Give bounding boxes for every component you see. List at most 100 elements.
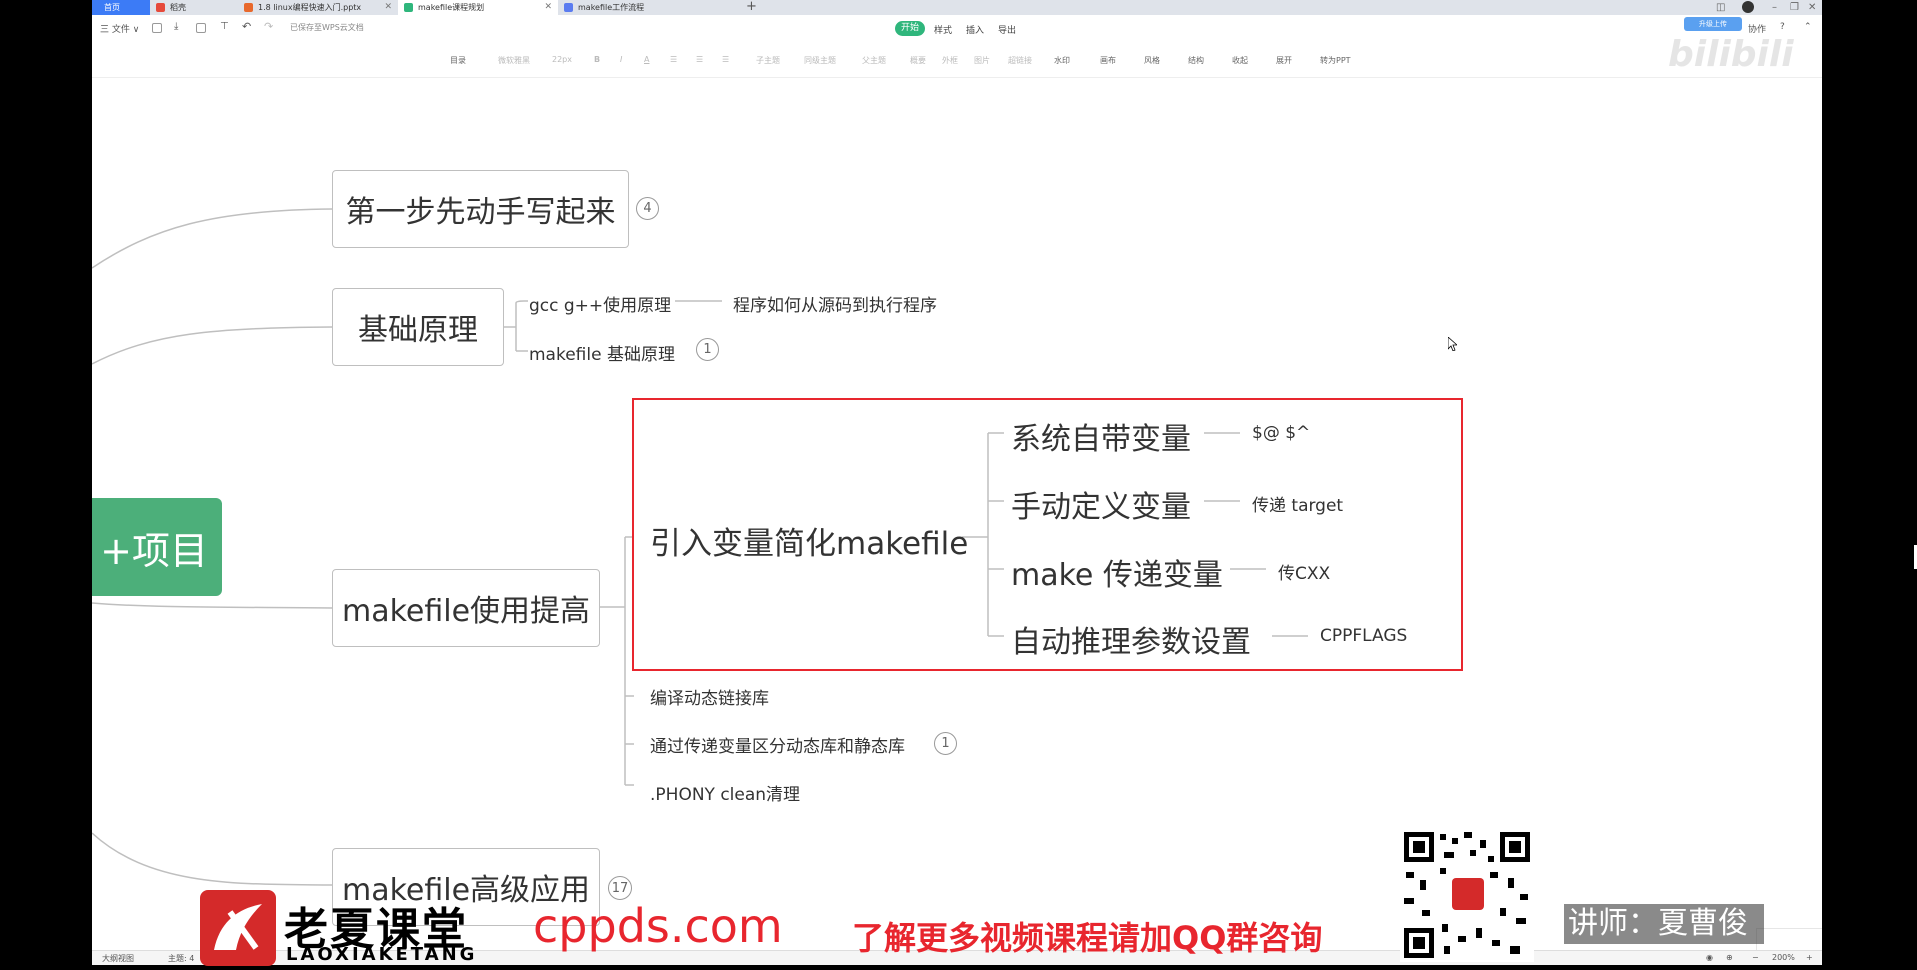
layout-icon[interactable]: ◫ [1716, 2, 1726, 13]
bold-button[interactable]: B [594, 55, 601, 64]
topic-system-variables-detail[interactable]: $@ $^ [1252, 423, 1311, 443]
brand-name-pinyin: LAOXIAKETANG [286, 944, 478, 965]
root-topic-label: +项目 [100, 528, 208, 573]
menu-tab-insert[interactable]: 插入 [966, 26, 985, 36]
align-center-icon[interactable]: ☰ [696, 55, 704, 64]
topic-make-pass-variables[interactable]: make 传递变量 [1011, 558, 1223, 593]
tab-label: makefile工作流程 [578, 3, 645, 12]
minimize-icon[interactable]: – [1772, 2, 1777, 13]
topic-source-to-executable[interactable]: 程序如何从源码到执行程序 [733, 296, 937, 316]
docer-icon [156, 3, 165, 12]
locate-icon[interactable]: ⊕ [1726, 953, 1733, 962]
print-icon[interactable] [196, 23, 206, 33]
font-color-button[interactable]: A [644, 55, 650, 64]
undo-icon[interactable]: ↶ [242, 20, 252, 33]
convert-to-ppt-button[interactable]: 转为PPT [1320, 56, 1351, 65]
export-icon[interactable]: ⤓ [174, 21, 179, 32]
topic-system-variables[interactable]: 系统自带变量 [1011, 422, 1191, 457]
topic-auto-inference-detail[interactable]: CPPFLAGS [1320, 626, 1408, 646]
topic-make-pass-variables-detail[interactable]: 传CXX [1278, 564, 1331, 584]
mindmap-canvas[interactable]: +项目 第一步先动手写起来 4 基础原理 gcc g++使用原理 程序如何从源码… [92, 78, 1822, 965]
save-icon[interactable] [152, 23, 162, 33]
child-count-badge[interactable]: 17 [608, 876, 632, 900]
edge-marker [1914, 545, 1917, 569]
bilibili-watermark: bilibili [1668, 34, 1794, 75]
zoom-in-icon[interactable]: + [1806, 953, 1813, 962]
child-count-badge[interactable]: 1 [696, 338, 719, 361]
topic-shared-vs-static[interactable]: 通过传递变量区分动态库和静态库 [650, 737, 905, 757]
zoom-out-icon[interactable]: − [1752, 953, 1759, 962]
collapse-button[interactable]: 收起 [1232, 56, 1248, 65]
collab-button[interactable]: 协作 [1748, 25, 1767, 35]
expand-button[interactable]: 展开 [1276, 56, 1292, 65]
ppt-file-icon [244, 3, 253, 12]
help-icon[interactable]: ? [1780, 22, 1785, 32]
child-count-badge[interactable]: 1 [934, 732, 957, 755]
align-left-icon[interactable]: ☰ [670, 55, 678, 64]
connector-lines [92, 208, 1308, 886]
menu-tab-start[interactable]: 开始 [895, 21, 925, 36]
root-topic[interactable]: +项目 [92, 498, 222, 596]
restore-icon[interactable]: ❐ [1790, 2, 1799, 13]
tab-makefile-flow[interactable]: makefile工作流程 [558, 0, 728, 15]
close-icon[interactable]: ✕ [544, 2, 552, 12]
font-size-select[interactable]: 22px [552, 55, 572, 64]
topic-gcc-principles[interactable]: gcc g++使用原理 [529, 296, 672, 316]
new-tab-plus-icon[interactable]: + [746, 0, 757, 14]
format-painter-icon[interactable]: ⊤ [220, 21, 229, 32]
topic-makefile-basics[interactable]: makefile 基础原理 [529, 345, 675, 365]
summary-button[interactable]: 概要 [910, 56, 926, 65]
topic-phony-clean[interactable]: .PHONY clean清理 [650, 785, 801, 805]
tab-label: 稻壳 [170, 3, 186, 12]
canvas-button[interactable]: 画布 [1100, 56, 1116, 65]
collapse-ribbon-icon[interactable]: ⌃ [1804, 22, 1812, 32]
redo-icon[interactable]: ↷ [264, 20, 274, 33]
boundary-button[interactable]: 外框 [942, 56, 958, 65]
status-bar: 大纲视图 主题: 4 ◉ ⊕ − 200% + [92, 950, 1822, 965]
tab-makefile-plan[interactable]: makefile课程规划 ✕ [398, 0, 558, 15]
theme-indicator: 主题: 4 [168, 954, 195, 963]
window-close-icon[interactable]: ✕ [1808, 2, 1817, 13]
topic-label: makefile高级应用 [341, 873, 591, 908]
tab-pptx[interactable]: 1.8 linux编程快速入门.pptx ✕ [238, 0, 398, 15]
format-toolbar: 目录 微软雅黑 22px B I A ☰ ☰ ☰ 子主题 同级主题 父主题 概要… [92, 43, 1822, 78]
outline-view-button[interactable]: 大纲视图 [102, 954, 134, 963]
topic-auto-inference[interactable]: 自动推理参数设置 [1011, 625, 1251, 660]
font-family-select[interactable]: 微软雅黑 [498, 56, 530, 65]
align-right-icon[interactable]: ☰ [722, 55, 730, 64]
topic-manual-variables[interactable]: 手动定义变量 [1011, 490, 1191, 525]
file-menu[interactable]: 三 文件 ∨ [100, 25, 140, 35]
sibling-topic-button[interactable]: 同级主题 [804, 56, 836, 65]
structure-button[interactable]: 结构 [1188, 56, 1204, 65]
menu-tab-style[interactable]: 样式 [934, 26, 953, 36]
tab-docer[interactable]: 稻壳 [150, 0, 238, 15]
zoom-level[interactable]: 200% [1772, 953, 1795, 962]
toc-button[interactable]: 目录 [450, 56, 466, 65]
italic-button[interactable]: I [620, 55, 623, 64]
tab-label: makefile课程规划 [418, 3, 485, 12]
tab-home[interactable]: 首页 [92, 0, 150, 15]
laoxia-logo-icon [200, 890, 276, 966]
child-count-badge[interactable]: 4 [636, 197, 659, 220]
topic-makefile-advanced-application[interactable]: makefile高级应用 [332, 848, 600, 926]
promo-text: 了解更多视频课程请加QQ群咨询 [852, 919, 1323, 957]
menu-tab-export[interactable]: 导出 [998, 26, 1017, 36]
user-avatar[interactable] [1742, 1, 1754, 13]
upgrade-badge[interactable]: 升级上传 [1684, 17, 1742, 31]
brand-name: 老夏课堂 [284, 904, 468, 955]
child-topic-button[interactable]: 子主题 [756, 56, 780, 65]
top-menu-bar: 三 文件 ∨ ⤓ ⊤ ↶ ↷ 已保存至WPS云文档 开始 样式 插入 导出 升级… [92, 15, 1822, 43]
close-icon[interactable]: ✕ [384, 2, 392, 12]
topic-makefile-advanced-use[interactable]: makefile使用提高 [332, 569, 600, 647]
topic-introduce-variables[interactable]: 引入变量简化makefile [650, 526, 969, 562]
parent-topic-button[interactable]: 父主题 [862, 56, 886, 65]
theme-style-button[interactable]: 风格 [1144, 56, 1160, 65]
image-button[interactable]: 图片 [974, 56, 990, 65]
watermark-button[interactable]: 水印 [1054, 56, 1070, 65]
topic-first-step[interactable]: 第一步先动手写起来 [332, 170, 629, 248]
eye-icon[interactable]: ◉ [1706, 953, 1713, 962]
hyperlink-button[interactable]: 超链接 [1008, 56, 1032, 65]
topic-manual-variables-detail[interactable]: 传递 target [1252, 496, 1344, 516]
topic-compile-shared-lib[interactable]: 编译动态链接库 [650, 689, 769, 709]
topic-basic-principles[interactable]: 基础原理 [332, 288, 504, 366]
